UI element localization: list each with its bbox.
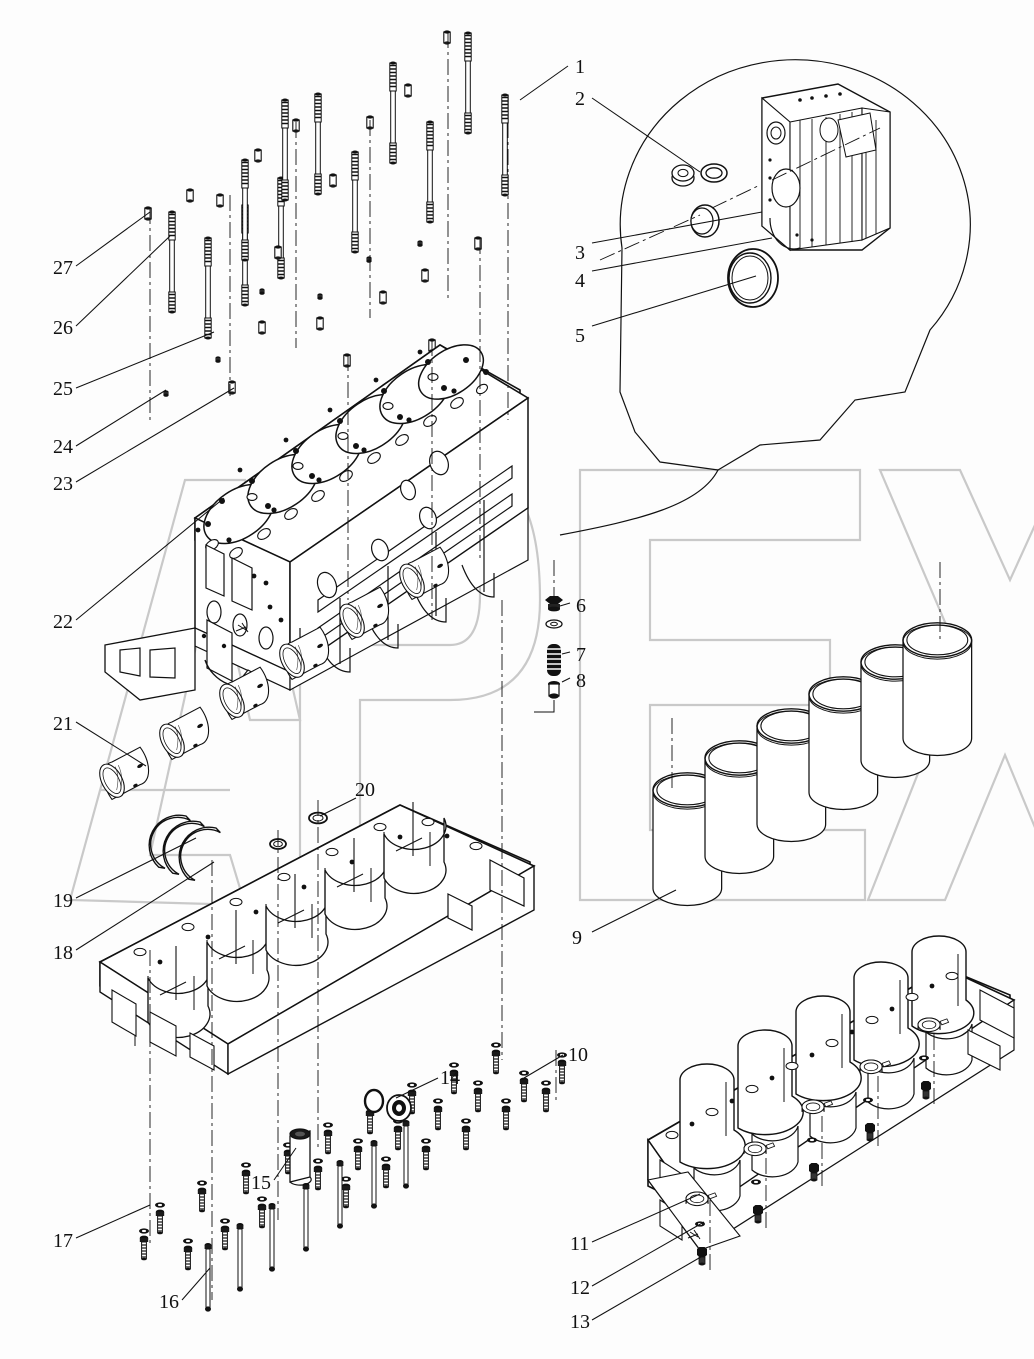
valve-piston-8 xyxy=(548,681,560,699)
spring-7 xyxy=(547,644,561,676)
callout-9: 9 xyxy=(572,927,582,949)
callout-27: 27 xyxy=(53,257,73,279)
callout-12: 12 xyxy=(570,1277,590,1299)
callout-14: 14 xyxy=(440,1067,460,1089)
leader-line-group xyxy=(75,65,773,1321)
callout-3: 3 xyxy=(575,242,585,264)
sealing-washer-6 xyxy=(545,619,563,629)
washer-array-lower xyxy=(139,1042,567,1244)
dowel-sleeve-15 xyxy=(289,1128,312,1186)
cross-hatch-mark xyxy=(235,622,249,633)
callout-25: 25 xyxy=(53,378,73,400)
detail-seal-small xyxy=(671,164,695,187)
centerline-group xyxy=(149,32,941,1300)
callout-20: 20 xyxy=(355,779,375,801)
callout-18: 18 xyxy=(53,942,73,964)
cylinder-block-upper xyxy=(104,344,530,701)
callout-21: 21 xyxy=(53,713,73,735)
callout-19: 19 xyxy=(53,890,73,912)
callout-15: 15 xyxy=(251,1172,271,1194)
detail-rear-housing xyxy=(761,83,891,252)
pin-dot-array xyxy=(163,240,423,397)
lower-crankcase-bedplate xyxy=(98,802,536,1076)
callout-7: 7 xyxy=(576,644,586,666)
callout-17: 17 xyxy=(53,1230,73,1252)
detail-oring xyxy=(700,163,728,183)
cylinder-head-studs-array xyxy=(168,30,509,341)
deck-hole xyxy=(205,373,489,559)
sectioned-liner xyxy=(679,935,975,1170)
callout-6: 6 xyxy=(576,595,586,617)
callout-24: 24 xyxy=(53,436,73,458)
magnified-detail-view xyxy=(559,59,971,536)
detail-seal-medium xyxy=(690,204,720,238)
end-face-window xyxy=(119,544,274,682)
callout-1: 1 xyxy=(575,56,585,78)
cylinder-liner-row xyxy=(652,622,973,907)
callout-26: 26 xyxy=(53,317,73,339)
fastener-array-lower xyxy=(139,1048,567,1271)
main-bearing-saddle xyxy=(147,817,447,1039)
sealing-ring-14 xyxy=(363,1088,412,1122)
callout-10: 10 xyxy=(568,1044,588,1066)
detail-rear-oil-seal xyxy=(727,248,779,308)
callout-5: 5 xyxy=(575,325,585,347)
callout-11: 11 xyxy=(570,1233,590,1255)
relief-valve-group xyxy=(534,596,563,713)
deck-bolt-hole xyxy=(195,349,489,543)
callout-8: 8 xyxy=(576,670,586,692)
callout-22: 22 xyxy=(53,611,73,633)
callout-13: 13 xyxy=(570,1311,590,1333)
callout-4: 4 xyxy=(575,270,585,292)
callout-23: 23 xyxy=(53,473,73,495)
cross-hatch-mark xyxy=(687,1229,701,1240)
callout-16: 16 xyxy=(159,1291,179,1313)
callout-2: 2 xyxy=(575,88,585,110)
plug-screw xyxy=(545,596,563,612)
